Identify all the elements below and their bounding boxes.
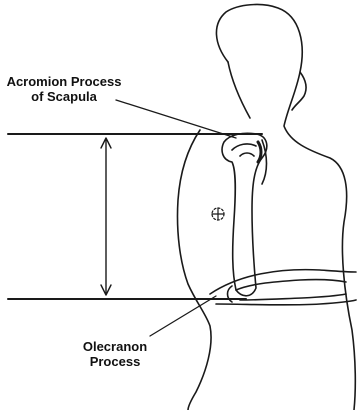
olecranon-label-line-2: Process [60, 354, 170, 369]
torso-front-outline [177, 130, 211, 410]
shoulder-blade [262, 140, 267, 184]
humerus-head-detail [232, 144, 256, 156]
acromion-process-label: Acromion Process of Scapula [4, 74, 124, 104]
forearm-bones [236, 280, 346, 300]
body-back-outline [216, 5, 355, 410]
acromion-leader-line [116, 100, 236, 138]
head-neck-outline [228, 62, 250, 118]
olecranon-label-line-1: Olecranon [60, 339, 170, 354]
shoulder-joint-shade [258, 142, 261, 162]
acromion-label-line-2: of Scapula [4, 89, 124, 104]
olecranon-process-label: Olecranon Process [60, 339, 170, 369]
acromion-label-line-1: Acromion Process [4, 74, 124, 89]
